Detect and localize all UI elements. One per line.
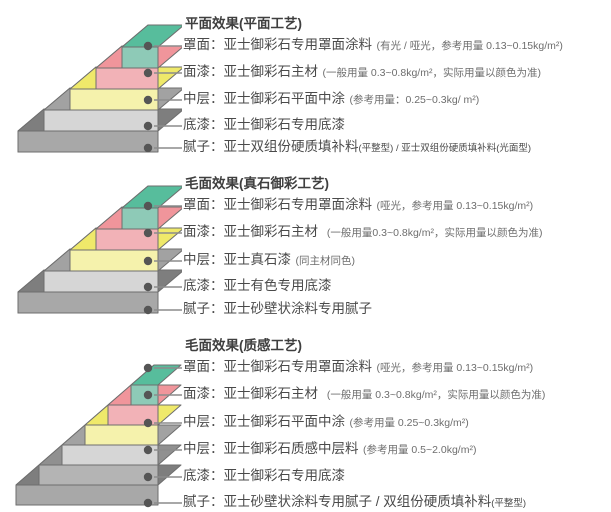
layer-row: 底漆：亚士御彩石专用底漆 — [183, 117, 345, 135]
section-2-text: 毛面效果(真石御彩工艺) 罩面：亚士御彩石专用罩面涂料 (哑光，参考用量 0.1… — [183, 165, 611, 325]
layer-face — [130, 364, 182, 386]
layer-material: 亚士御彩石平面中涂 — [223, 414, 346, 429]
layer-material: 亚士御彩石专用底漆 — [223, 117, 346, 132]
layer-material: 亚士御彩石专用底漆 — [223, 468, 346, 483]
layer-label: 腻子： — [183, 301, 224, 316]
layer-face — [43, 109, 159, 132]
section-3-title: 毛面效果(质感工艺) — [185, 338, 302, 353]
layer-note: (哑光，参考用量 0.13~0.15kg/m²) — [376, 200, 534, 212]
layer-face — [69, 249, 159, 272]
section-1-text: 平面效果(平面工艺) 罩面：亚士御彩石专用罩面涂料 (有光 / 哑光，参考用量 … — [183, 0, 611, 165]
layer-row: 面漆：亚士御彩石主材 (一般用量0.3~0.8kg/m²，实际用量以颜色为准) — [183, 224, 542, 241]
layer-note: (一般用量 0.3~0.8kg/m²，实际用量以颜色为准) — [326, 389, 546, 401]
layer-row: 罩面：亚士御彩石专用罩面涂料 (哑光，参考用量 0.13~0.15kg/m²) — [183, 197, 533, 214]
layer-face — [121, 185, 182, 209]
layer-face — [121, 207, 159, 230]
layer-face — [43, 270, 159, 293]
layer-material: 亚士御彩石主材 — [223, 386, 319, 401]
layer-row: 腻子：亚士砂壁状涂料专用腻子 — [183, 301, 372, 318]
layer-material: 亚士御彩石专用罩面涂料 — [223, 37, 373, 52]
layer-row: 腻子：亚士双组份硬质填补料(平整型) / 亚士双组份硬质填补料(光面型) — [183, 139, 531, 157]
layer-face — [38, 464, 159, 486]
layer-note: (一般用量0.3~0.8kg/m²，实际用量以颜色为准) — [326, 227, 543, 239]
layer-label: 罩面： — [183, 37, 224, 52]
layer-stack-illustration-1 — [0, 0, 182, 165]
layer-face — [95, 228, 159, 251]
layer-note: (哑光，参考用量 0.13~0.15kg/m²) — [376, 362, 534, 374]
section-rough-zhenshi-finish: 毛面效果(真石御彩工艺) 罩面：亚士御彩石专用罩面涂料 (哑光，参考用量 0.1… — [0, 165, 611, 325]
layer-label: 腻子： — [183, 139, 224, 154]
layer-label: 罩面： — [183, 359, 224, 374]
layer-face — [107, 404, 159, 426]
layer-label: 腻子： — [183, 494, 224, 509]
layer-row: 中层：亚士御彩石质感中层料 (参考用量 0.5~2.0kg/m²) — [183, 441, 476, 458]
layer-note-small: (平整型) — [491, 498, 527, 509]
layer-face — [121, 24, 182, 48]
layer-stack-illustration-3 — [0, 325, 182, 511]
section-2-title: 毛面效果(真石御彩工艺) — [185, 176, 329, 191]
layer-label: 中层： — [183, 91, 224, 106]
layer-material: 亚士御彩石专用罩面涂料 — [223, 197, 373, 212]
section-rough-texture-finish: 毛面效果(质感工艺) 罩面：亚士御彩石专用罩面涂料 (哑光，参考用量 0.13~… — [0, 325, 611, 511]
layer-stack-illustration-2 — [0, 165, 182, 325]
layer-note: (参考用量：0.25~0.3kg/ m²) — [349, 94, 480, 106]
layer-label: 中层： — [183, 414, 224, 429]
layer-face — [69, 88, 159, 111]
layer-note: (参考用量 0.25~0.3kg/m²) — [349, 417, 469, 429]
layer-material: 亚士御彩石主材 — [223, 224, 319, 239]
layer-label: 罩面： — [183, 197, 224, 212]
layer-row: 罩面：亚士御彩石专用罩面涂料 (有光 / 哑光，参考用量 0.13~0.15kg… — [183, 37, 563, 55]
layer-face — [15, 484, 159, 506]
layer-label: 中层： — [183, 441, 224, 456]
layer-material: 亚士御彩石平面中涂 — [223, 91, 346, 106]
layer-row: 中层：亚士御彩石平面中涂 (参考用量：0.25~0.3kg/ m²) — [183, 91, 479, 109]
stack-svg — [15, 364, 182, 506]
layer-row: 中层：亚士真石漆 (同主材同色) — [183, 252, 355, 269]
layer-face — [95, 67, 159, 90]
layer-row: 腻子：亚士砂壁状涂料专用腻子 / 双组份硬质填补料(平整型) — [183, 494, 526, 512]
layer-face — [130, 384, 159, 406]
layer-row: 底漆：亚士有色专用底漆 — [183, 278, 332, 295]
layer-face — [17, 130, 159, 153]
layer-material: 亚士砂壁状涂料专用腻子 / 双组份硬质填补料 — [223, 494, 492, 509]
layer-label: 面漆： — [183, 64, 224, 79]
layer-note: (参考用量 0.5~2.0kg/m²) — [362, 444, 477, 456]
layer-label: 中层： — [183, 252, 224, 267]
layer-material: 亚士御彩石专用罩面涂料 — [223, 359, 373, 374]
layer-row: 底漆：亚士御彩石专用底漆 — [183, 468, 345, 485]
layer-face — [84, 424, 159, 446]
layer-material: 亚士真石漆 — [223, 252, 292, 267]
layer-face — [61, 444, 159, 466]
layer-material: 亚士砂壁状涂料专用腻子 — [223, 301, 373, 316]
layer-face — [121, 46, 159, 69]
layer-material: 亚士御彩石质感中层料 — [223, 441, 359, 456]
layer-label: 底漆： — [183, 468, 224, 483]
layer-row: 罩面：亚士御彩石专用罩面涂料 (哑光，参考用量 0.13~0.15kg/m²) — [183, 359, 533, 376]
section-1-title: 平面效果(平面工艺) — [185, 16, 302, 31]
layer-label: 底漆： — [183, 278, 224, 293]
layer-note: (同主材同色) — [295, 255, 355, 267]
layer-label: 底漆： — [183, 117, 224, 132]
layer-row: 面漆：亚士御彩石主材 (一般用量 0.3~0.8kg/m²，实际用量以颜色为准) — [183, 64, 541, 82]
layer-note: (有光 / 哑光，参考用量 0.13~0.15kg/m²) — [376, 40, 563, 52]
layer-label: 面漆： — [183, 224, 224, 239]
layer-row: 面漆：亚士御彩石主材 (一般用量 0.3~0.8kg/m²，实际用量以颜色为准) — [183, 386, 545, 403]
layer-note-small: (平整型) / 亚士双组份硬质填补料(光面型) — [358, 143, 532, 154]
layer-label: 面漆： — [183, 386, 224, 401]
layer-material: 亚士御彩石主材 — [223, 64, 319, 79]
layer-row: 中层：亚士御彩石平面中涂 (参考用量 0.25~0.3kg/m²) — [183, 414, 469, 431]
layer-face — [17, 291, 159, 314]
layer-material: 亚士有色专用底漆 — [223, 278, 332, 293]
layer-material: 亚士双组份硬质填补料 — [223, 139, 359, 154]
section-3-text: 毛面效果(质感工艺) 罩面：亚士御彩石专用罩面涂料 (哑光，参考用量 0.13~… — [183, 325, 611, 511]
layer-note: (一般用量 0.3~0.8kg/m²，实际用量以颜色为准) — [322, 67, 541, 79]
section-flat-finish: 平面效果(平面工艺) 罩面：亚士御彩石专用罩面涂料 (有光 / 哑光，参考用量 … — [0, 0, 611, 165]
stack-svg — [17, 185, 182, 314]
stack-svg — [17, 24, 182, 153]
